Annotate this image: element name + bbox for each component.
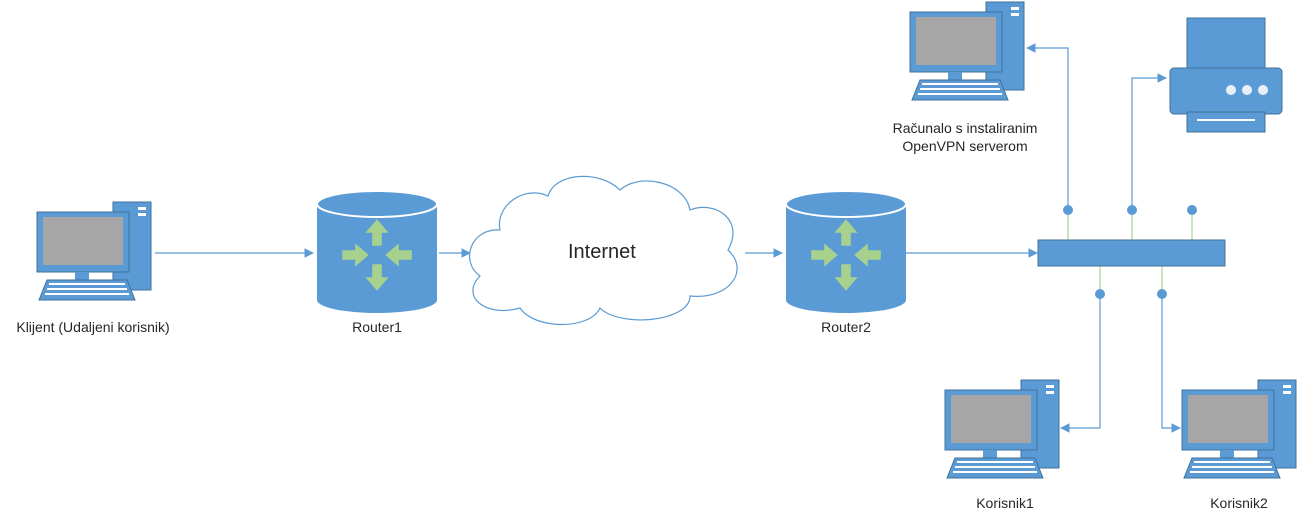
switch-icon [1037, 205, 1226, 299]
cloud-icon [469, 175, 738, 325]
user2-label: Korisnik2 [1210, 495, 1268, 511]
user1-computer-icon [944, 379, 1060, 479]
server-label-line2: OpenVPN serverom [902, 138, 1028, 154]
internet-label: Internet [568, 241, 636, 263]
user2-computer-icon [1181, 379, 1297, 479]
user1-label: Korisnik1 [976, 495, 1034, 511]
server-computer-icon [909, 1, 1025, 101]
client-computer-icon [36, 201, 152, 301]
router2-label: Router2 [821, 319, 871, 335]
router1-icon [316, 190, 438, 314]
client-label: Klijent (Udaljeni korisnik) [16, 319, 170, 335]
printer-icon [1169, 17, 1283, 133]
server-label-line1: Računalo s instaliranim [892, 120, 1038, 136]
router1-label: Router1 [352, 319, 402, 335]
router2-icon [785, 190, 907, 314]
